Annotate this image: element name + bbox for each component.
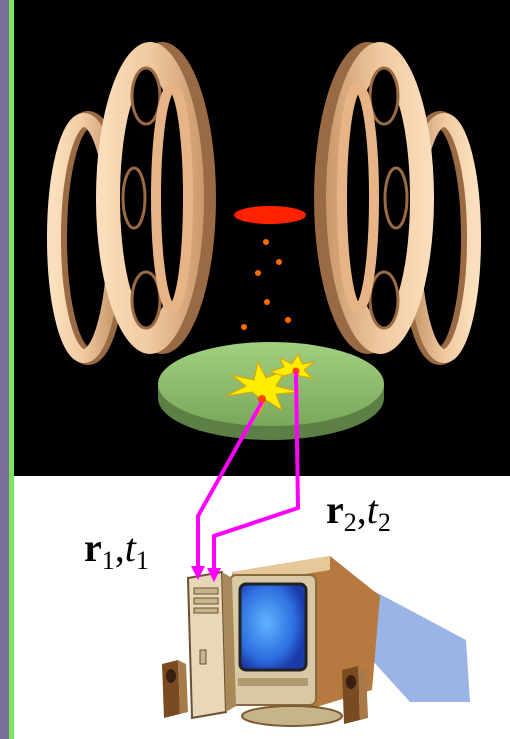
particle	[285, 317, 291, 323]
particle	[255, 270, 261, 276]
falling-particles	[241, 239, 291, 359]
particle	[276, 259, 282, 265]
coil-right-icon	[314, 42, 474, 356]
source-disk-icon	[234, 206, 306, 224]
particle	[241, 324, 247, 330]
coil-left-icon	[54, 42, 216, 356]
detector-label-2: r2,t2	[326, 486, 391, 538]
particle	[264, 299, 270, 305]
computer-icon	[162, 556, 470, 726]
particle	[263, 239, 269, 245]
detector-label-1: r1,t1	[84, 524, 149, 576]
